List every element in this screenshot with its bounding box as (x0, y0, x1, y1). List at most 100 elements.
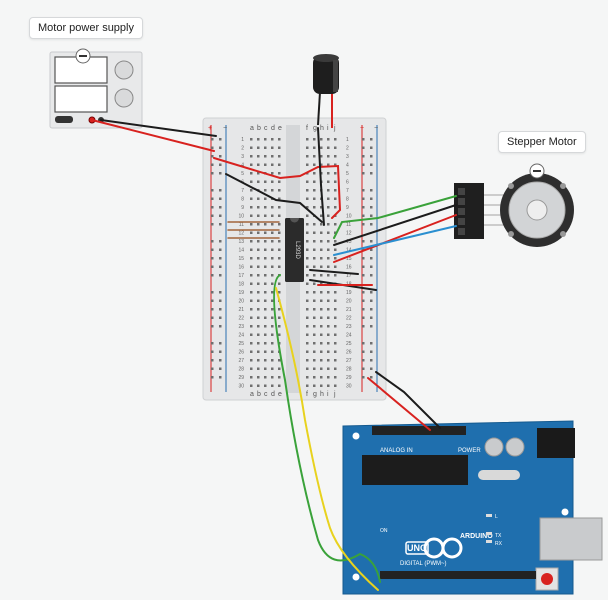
rail-hole[interactable] (211, 172, 214, 175)
breadboard-hole[interactable] (327, 291, 330, 294)
breadboard-hole[interactable] (271, 342, 274, 345)
breadboard-hole[interactable] (306, 223, 309, 226)
breadboard-hole[interactable] (278, 197, 281, 201)
rail-hole[interactable] (211, 146, 214, 150)
rail-hole[interactable] (370, 367, 373, 371)
breadboard-hole[interactable] (306, 146, 309, 150)
breadboard-hole[interactable] (313, 206, 316, 209)
rail-hole[interactable] (211, 316, 214, 320)
rail-hole[interactable] (211, 138, 214, 141)
rail-hole[interactable] (370, 240, 373, 243)
rail-hole[interactable] (370, 155, 373, 158)
rail-hole[interactable] (211, 291, 214, 294)
wire-blue-motor[interactable] (333, 225, 457, 256)
breadboard-hole[interactable] (313, 325, 316, 328)
breadboard-hole[interactable] (264, 299, 267, 303)
breadboard-hole[interactable] (320, 316, 323, 320)
rail-hole[interactable] (370, 172, 373, 175)
breadboard-hole[interactable] (313, 282, 316, 286)
rail-hole[interactable] (370, 206, 373, 209)
breadboard-hole[interactable] (264, 291, 267, 294)
breadboard-hole[interactable] (327, 163, 330, 167)
breadboard-hole[interactable] (313, 223, 316, 226)
breadboard-hole[interactable] (327, 316, 330, 320)
breadboard-hole[interactable] (313, 274, 316, 277)
stepper-motor[interactable] (484, 163, 574, 247)
rail-hole[interactable] (370, 138, 373, 141)
breadboard-hole[interactable] (250, 265, 253, 269)
rail-hole[interactable] (219, 350, 222, 354)
breadboard-hole[interactable] (306, 138, 309, 141)
rail-hole[interactable] (370, 214, 373, 218)
breadboard-hole[interactable] (257, 206, 260, 209)
rail-hole[interactable] (211, 359, 214, 362)
breadboard-hole[interactable] (313, 367, 316, 371)
rail-hole[interactable] (362, 367, 365, 371)
breadboard-hole[interactable] (334, 265, 337, 269)
breadboard-hole[interactable] (327, 308, 330, 311)
breadboard-hole[interactable] (306, 291, 309, 294)
breadboard-hole[interactable] (257, 384, 260, 388)
breadboard-hole[interactable] (306, 206, 309, 209)
breadboard-hole[interactable] (257, 316, 260, 320)
breadboard-hole[interactable] (320, 163, 323, 167)
breadboard-hole[interactable] (271, 299, 274, 303)
breadboard-hole[interactable] (334, 240, 337, 243)
breadboard-hole[interactable] (271, 350, 274, 354)
breadboard-hole[interactable] (250, 333, 253, 337)
breadboard-hole[interactable] (250, 316, 253, 320)
breadboard-hole[interactable] (271, 172, 274, 175)
breadboard-hole[interactable] (271, 316, 274, 320)
breadboard-hole[interactable] (257, 333, 260, 337)
breadboard-hole[interactable] (320, 257, 323, 260)
breadboard-hole[interactable] (271, 333, 274, 337)
arduino-uno[interactable]: UNO ARDUINO DIGITAL (PWM~) POWER ANALOG … (342, 420, 603, 595)
breadboard-hole[interactable] (271, 206, 274, 209)
breadboard-hole[interactable] (320, 376, 323, 379)
breadboard-hole[interactable] (320, 333, 323, 337)
breadboard-hole[interactable] (306, 384, 309, 388)
breadboard-hole[interactable] (264, 138, 267, 141)
wire-red-arduino-5v[interactable] (367, 377, 431, 431)
breadboard-hole[interactable] (313, 376, 316, 379)
breadboard-hole[interactable] (320, 206, 323, 209)
breadboard-hole[interactable] (320, 223, 323, 226)
rail-hole[interactable] (211, 299, 214, 303)
breadboard-hole[interactable] (264, 316, 267, 320)
breadboard-hole[interactable] (313, 257, 316, 260)
breadboard-hole[interactable] (334, 342, 337, 345)
breadboard-hole[interactable] (320, 308, 323, 311)
breadboard-hole[interactable] (320, 325, 323, 328)
breadboard-hole[interactable] (271, 265, 274, 269)
breadboard-hole[interactable] (278, 316, 281, 320)
breadboard-hole[interactable] (306, 240, 309, 243)
rail-hole[interactable] (370, 197, 373, 201)
breadboard-hole[interactable] (257, 180, 260, 184)
rail-hole[interactable] (219, 223, 222, 226)
breadboard-hole[interactable] (313, 231, 316, 235)
rail-hole[interactable] (370, 376, 373, 379)
breadboard-hole[interactable] (306, 316, 309, 320)
motor-power-supply[interactable] (49, 48, 143, 129)
rail-hole[interactable] (219, 197, 222, 201)
breadboard-hole[interactable] (278, 138, 281, 141)
breadboard-hole[interactable] (327, 376, 330, 379)
breadboard-hole[interactable] (306, 282, 309, 286)
breadboard-hole[interactable] (250, 291, 253, 294)
rail-hole[interactable] (362, 265, 365, 269)
breadboard-hole[interactable] (306, 274, 309, 277)
breadboard-hole[interactable] (306, 189, 309, 192)
breadboard-hole[interactable] (320, 138, 323, 141)
breadboard-hole[interactable] (250, 325, 253, 328)
breadboard-hole[interactable] (334, 163, 337, 167)
breadboard-hole[interactable] (257, 376, 260, 379)
rail-hole[interactable] (219, 240, 222, 243)
breadboard-hole[interactable] (306, 333, 309, 337)
breadboard-hole[interactable] (320, 367, 323, 371)
rail-hole[interactable] (370, 265, 373, 269)
wire-black-motor[interactable] (333, 204, 457, 246)
breadboard-hole[interactable] (264, 214, 267, 218)
breadboard-hole[interactable] (306, 257, 309, 260)
breadboard-hole[interactable] (264, 248, 267, 252)
breadboard-hole[interactable] (264, 189, 267, 192)
